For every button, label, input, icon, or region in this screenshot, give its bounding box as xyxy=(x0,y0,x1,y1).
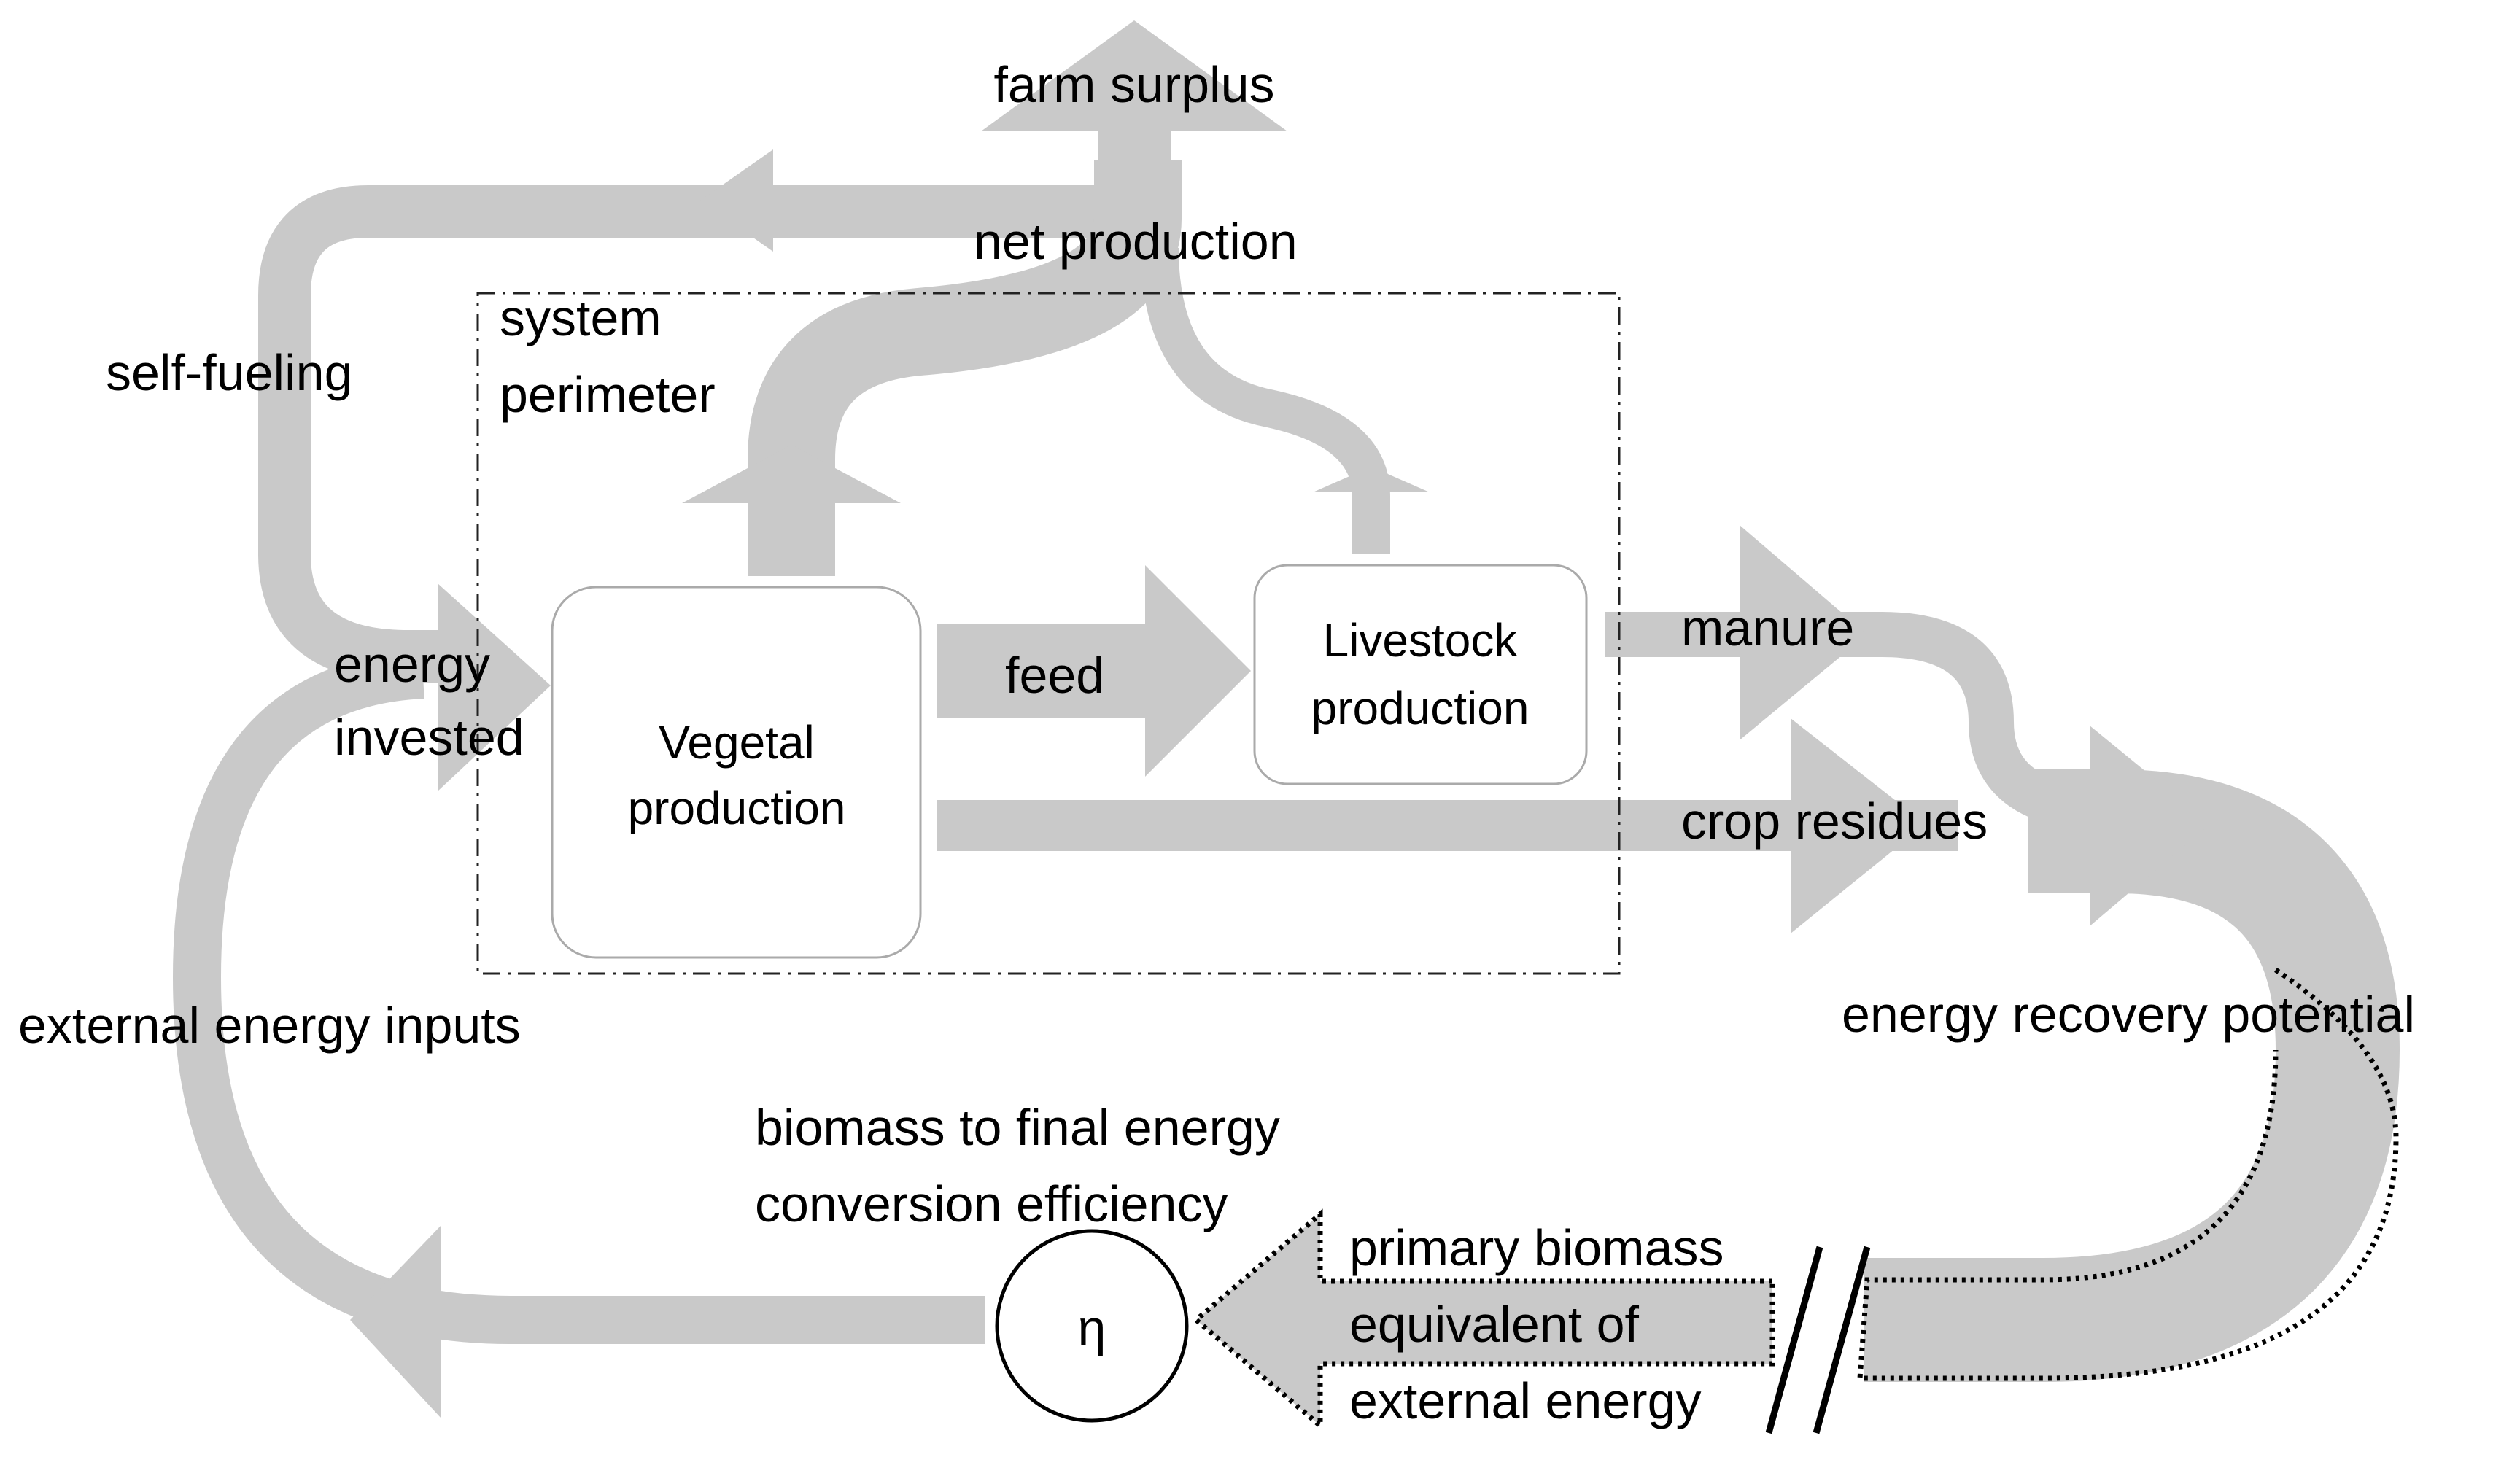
external-energy-inputs-label: external energy inputs xyxy=(18,997,521,1054)
self-fueling-label: self-fueling xyxy=(106,344,353,401)
flow-labels: farm surplus net production self-fueling… xyxy=(18,56,2415,1429)
external-energy-flow xyxy=(173,650,985,1344)
dotted-outlines xyxy=(1192,968,2399,1432)
energy-invested-label-1: energy xyxy=(334,636,490,693)
self-fueling-flow xyxy=(258,185,1138,683)
livestock-production-node: Livestock production xyxy=(1253,564,1588,785)
self-fueling-arrowhead xyxy=(700,149,773,252)
primary-biomass-arrow xyxy=(1196,1214,1772,1426)
primary-biomass-label-3: external energy xyxy=(1349,1372,1702,1429)
eta-circle xyxy=(995,1229,1189,1423)
primary-biomass-label-1: primary biomass xyxy=(1349,1219,1724,1276)
system-perimeter-boundary xyxy=(476,292,1621,975)
eta-symbol: η xyxy=(1078,1300,1106,1356)
vegetal-production-label-1: Vegetal xyxy=(659,716,815,769)
flow-arrows xyxy=(173,20,2400,1426)
break-mark-2 xyxy=(1813,1246,1871,1434)
livestock-input-flow xyxy=(1141,247,1390,554)
energy-recovery-arrowhead xyxy=(2090,726,2210,926)
primary-biomass-dotted-outline xyxy=(1192,1208,1775,1432)
feed-label: feed xyxy=(1005,647,1104,704)
manure-arrowhead xyxy=(1740,525,1867,740)
energy-invested-label-2: invested xyxy=(334,709,524,766)
vegetal-output-arrowhead xyxy=(682,445,901,503)
net-production-label: net production xyxy=(974,213,1298,270)
livestock-production-label-1: Livestock xyxy=(1323,614,1519,667)
energy-invested-arrowhead xyxy=(438,583,551,791)
manure-label: manure xyxy=(1681,599,1854,656)
energy-recovery-potential-label: energy recovery potential xyxy=(1842,986,2415,1043)
external-energy-arrowhead xyxy=(350,1225,441,1418)
farm-surplus-arrowhead xyxy=(981,20,1287,131)
conversion-efficiency-label-2: conversion efficiency xyxy=(755,1176,1228,1232)
conversion-efficiency-label-1: biomass to final energy xyxy=(755,1099,1280,1156)
vegetal-production-label-2: production xyxy=(628,782,846,834)
crop-residues-label: crop residues xyxy=(1681,793,1988,850)
crop-residues-flow xyxy=(937,800,1958,851)
primary-biomass-label-2: equivalent of xyxy=(1349,1296,1640,1353)
vegetal-production-node: Vegetal production xyxy=(551,586,922,959)
break-mark-1 xyxy=(1765,1246,1823,1434)
break-marks xyxy=(1765,1246,1871,1434)
crop-residues-arrowhead xyxy=(1791,718,1926,933)
feed-arrow xyxy=(937,565,1251,777)
system-perimeter-label-2: perimeter xyxy=(500,366,716,423)
livestock-input-arrowhead xyxy=(1313,467,1430,492)
energy-recovery-flow xyxy=(1864,769,2400,1382)
vegetal-production-box xyxy=(551,586,922,959)
system-perimeter-label-1: system xyxy=(500,290,662,346)
livestock-production-label-2: production xyxy=(1311,682,1530,734)
eta-node: η xyxy=(995,1229,1189,1423)
livestock-production-box xyxy=(1253,564,1588,785)
farm-surplus-label: farm surplus xyxy=(993,56,1274,113)
